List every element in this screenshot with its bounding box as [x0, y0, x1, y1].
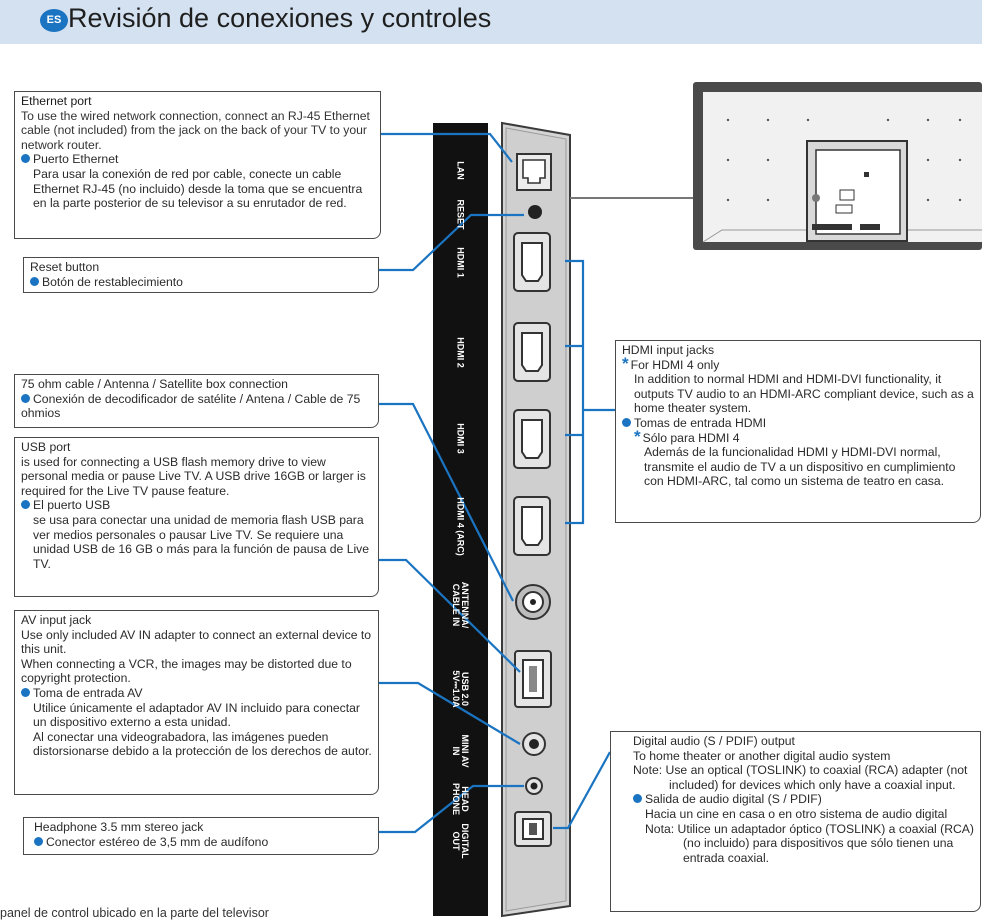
bullet-icon	[622, 417, 631, 427]
hdmi-title-es: Tomas de entrada HDMI	[622, 416, 974, 431]
usb-title: USB port	[21, 440, 71, 454]
headphone-jack	[525, 777, 543, 795]
av-callout: AV input jack Use only included AV IN ad…	[14, 610, 379, 795]
label-digital-out: DIGITAL OUT	[451, 823, 470, 859]
bullet-icon	[21, 500, 30, 510]
bullet-icon	[21, 393, 30, 403]
bullet-icon	[30, 276, 39, 286]
usb-desc: is used for connecting a USB flash memor…	[21, 454, 366, 498]
usb-port	[514, 650, 552, 708]
lan-port	[516, 153, 552, 191]
av-desc-1: Use only included AV IN adapter to conne…	[21, 627, 372, 657]
av-title: AV input jack	[21, 613, 92, 627]
asterisk-icon: *	[622, 353, 629, 373]
hdmi-title: HDMI input jacks	[622, 343, 715, 357]
label-hdmi4: HDMI 4 (ARC)	[455, 497, 466, 556]
hdmi-desc-es: Además de la funcionalidad HDMI y HDMI-D…	[644, 445, 956, 489]
bullet-icon	[21, 154, 30, 164]
footer-text: panel de control ubicado en la parte del…	[0, 906, 269, 920]
antenna-callout: 75 ohm cable / Antenna / Satellite box c…	[14, 374, 379, 428]
ethernet-callout: Ethernet port To use the wired network c…	[14, 91, 381, 239]
hdmi-desc: In addition to normal HDMI and HDMI-DVI …	[634, 372, 974, 416]
leader-lines	[379, 132, 615, 834]
ethernet-title: Ethernet port	[21, 94, 92, 108]
ethernet-desc: To use the wired network connection, con…	[21, 108, 370, 152]
reset-callout: Reset button Botón de restablecimiento	[23, 257, 379, 293]
antenna-title: 75 ohm cable / Antenna / Satellite box c…	[21, 377, 288, 391]
headphone-title-es: Conector estéreo de 3,5 mm de audífono	[34, 835, 372, 850]
digital-desc: To home theater or another digital audio…	[633, 748, 891, 763]
tv-back-illustration	[693, 82, 982, 250]
reset-title-es: Botón de restablecimiento	[30, 275, 372, 290]
label-hdmi3: HDMI 3	[455, 423, 466, 454]
hdmi-port-3	[513, 409, 551, 469]
digital-out-port	[514, 811, 552, 847]
digital-title: Digital audio (S / PDIF) output	[633, 734, 795, 748]
bullet-icon	[633, 794, 642, 804]
digital-note-es: Nota: Utilice un adaptador óptico (TOSLI…	[645, 821, 974, 865]
antenna-title-es: Conexión de decodificador de satélite / …	[21, 391, 361, 421]
bullet-icon	[21, 687, 30, 697]
bullet-icon	[34, 836, 43, 846]
av-title-es: Toma de entrada AV	[21, 686, 372, 701]
header-band: ES Revisión de conexiones y controles	[0, 0, 982, 44]
av-in-jack	[522, 732, 546, 756]
usb-callout: USB port is used for connecting a USB fl…	[14, 437, 379, 597]
hdmi-sub-es: *Sólo para HDMI 4	[634, 426, 740, 446]
digital-audio-callout: Digital audio (S / PDIF) output To home …	[610, 731, 981, 912]
label-usb: USB 2.0 5V⎓1.0A	[451, 670, 470, 708]
language-badge: ES	[40, 9, 68, 32]
av-desc-es-2: Al conectar una videograbadora, las imág…	[33, 729, 372, 759]
asterisk-icon: *	[634, 426, 641, 446]
av-desc-2: When connecting a VCR, the images may be…	[21, 656, 352, 686]
ethernet-desc-es: Para usar la conexión de red por cable, …	[33, 166, 363, 211]
page-title: Revisión de conexiones y controles	[68, 3, 492, 33]
hdmi-port-4	[513, 496, 551, 556]
av-desc-es-1: Utilice únicamente el adaptador AV IN in…	[33, 700, 360, 730]
label-hdmi2: HDMI 2	[455, 337, 466, 368]
hdmi-port-2	[513, 322, 551, 382]
usb-title-es: El puerto USB	[21, 498, 372, 513]
label-hdmi1: HDMI 1	[455, 247, 466, 278]
hdmi-sub: *For HDMI 4 only	[622, 353, 720, 373]
digital-desc-es: Hacia un cine en casa o en otro sistema …	[645, 806, 948, 821]
label-strip	[433, 123, 488, 916]
antenna-connector	[515, 584, 551, 620]
reset-title: Reset button	[30, 260, 100, 274]
headphone-callout: Headphone 3.5 mm stereo jack Conector es…	[23, 817, 379, 855]
digital-title-es: Salida de audio digital (S / PDIF)	[633, 792, 974, 807]
usb-desc-es: se usa para conectar una unidad de memor…	[33, 512, 370, 571]
label-antenna: ANTENNA/ CABLE IN	[451, 581, 470, 629]
reset-hole	[528, 205, 542, 219]
headphone-title: Headphone 3.5 mm stereo jack	[34, 820, 204, 834]
label-headphone: HEAD PHONE	[451, 782, 470, 815]
ethernet-title-es: Puerto Ethernet	[21, 152, 374, 167]
digital-note: Note: Use an optical (TOSLINK) to coaxia…	[633, 763, 968, 792]
label-av-in: MINI AV IN	[451, 734, 470, 768]
hdmi-callout: HDMI input jacks *For HDMI 4 only In add…	[615, 340, 981, 523]
hdmi-port-1	[513, 232, 551, 292]
